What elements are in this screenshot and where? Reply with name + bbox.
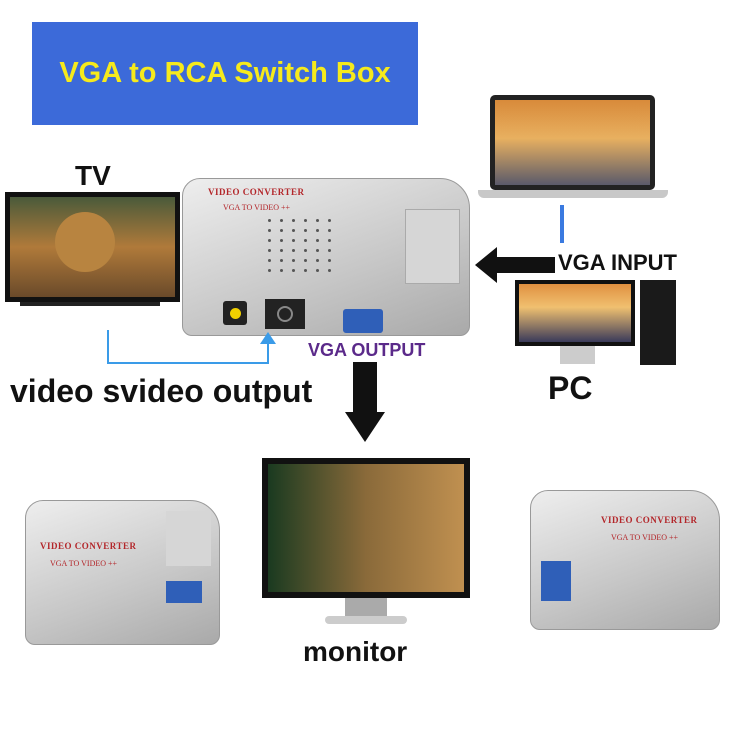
converter-box-left: VIDEO CONVERTER VGA TO VIDEO ++ — [25, 500, 220, 645]
side-panel-left — [166, 511, 211, 566]
device-subtitle-right: VGA TO VIDEO ++ — [611, 533, 679, 542]
device-title-left: VIDEO CONVERTER — [40, 541, 137, 551]
vga-port — [343, 309, 383, 333]
pc-monitor-stand — [560, 346, 595, 364]
laptop-base — [478, 190, 668, 198]
monitor-image — [262, 458, 470, 598]
video-output-label: video svideo output — [10, 373, 313, 409]
tv-label: TV — [75, 160, 111, 191]
laptop — [490, 95, 655, 190]
device-title: VIDEO CONVERTER — [208, 187, 305, 197]
banner-title: VGA to RCA Switch Box — [59, 57, 391, 89]
monitor-stand — [345, 598, 387, 616]
pc-tower — [640, 280, 676, 365]
lion-image — [55, 212, 115, 272]
pc-monitor — [515, 280, 635, 346]
vga-input-arrow-icon — [475, 247, 555, 283]
vga-output-label: VGA OUTPUT — [308, 340, 426, 360]
vga-port-right — [541, 561, 571, 601]
title-banner: VGA to RCA Switch Box — [32, 22, 418, 125]
monitor-base — [325, 616, 407, 624]
connector-line — [107, 330, 276, 364]
pc-label: PC — [548, 370, 593, 406]
monitor-label: monitor — [303, 636, 408, 667]
vga-port-left — [166, 581, 202, 603]
vga-cable — [560, 205, 564, 243]
side-panel — [405, 209, 460, 284]
converter-box-right: VIDEO CONVERTER VGA TO VIDEO ++ — [530, 490, 720, 630]
converter-box: VIDEO CONVERTER VGA TO VIDEO ++ — [182, 178, 470, 336]
down-arrow-icon — [345, 362, 385, 442]
vga-input-label: VGA INPUT — [558, 250, 677, 275]
device-subtitle: VGA TO VIDEO ++ — [223, 203, 291, 212]
device-subtitle-left: VGA TO VIDEO ++ — [50, 559, 118, 568]
device-title-right: VIDEO CONVERTER — [601, 515, 698, 525]
tv-image — [5, 192, 180, 302]
tv-stand — [20, 302, 160, 306]
svideo-port — [265, 299, 305, 329]
vent-grille — [268, 219, 333, 272]
rca-port — [223, 301, 247, 325]
